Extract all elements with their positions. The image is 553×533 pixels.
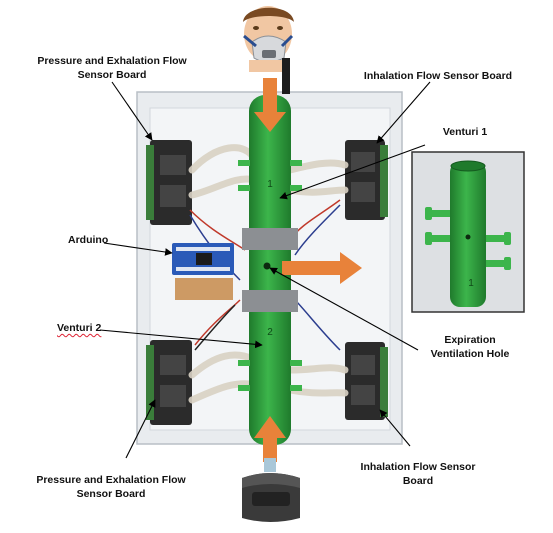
label-inhalation-board-top-text: Inhalation Flow Sensor Board	[363, 70, 513, 82]
inhalation-board-top	[345, 140, 388, 220]
flow-arrows	[254, 78, 362, 462]
venturi-1-number: 1	[267, 179, 273, 190]
cpap-device-icon	[242, 458, 300, 522]
pressure-board-top	[146, 140, 192, 225]
inhalation-board-bottom	[345, 342, 388, 420]
label-venturi-2: Venturi 2	[57, 321, 137, 335]
label-expiration-hole: Expiration Ventilation Hole	[410, 333, 530, 361]
label-venturi-2-text: Venturi 2	[57, 322, 102, 334]
venturi-2-number: 2	[267, 327, 273, 338]
label-pressure-board-top: Pressure and Exhalation Flow Sensor Boar…	[26, 54, 198, 82]
patient-mask-icon	[243, 6, 294, 94]
inhale-flow-arrow	[254, 416, 286, 462]
expiration-flow-arrow	[282, 252, 362, 284]
label-inhalation-board-top: Inhalation Flow Sensor Board	[338, 69, 538, 83]
label-venturi-1-text: Venturi 1	[442, 126, 488, 138]
arduino-board	[172, 243, 234, 300]
label-arduino-text: Arduino	[68, 234, 109, 246]
label-expiration-line2: Ventilation Hole	[430, 348, 510, 361]
label-inhalation-board-bottom: Inhalation Flow Sensor Board	[348, 460, 488, 488]
label-arduino: Arduino	[68, 233, 138, 247]
label-inhalation-board-bottom-line2: Board	[402, 475, 434, 488]
inset-number: 1	[468, 278, 474, 289]
label-pressure-board-top-line2: Sensor Board	[77, 69, 147, 82]
label-pressure-board-top-line1: Pressure and Exhalation Flow	[37, 55, 187, 67]
label-inhalation-board-bottom-line1: Inhalation Flow Sensor	[360, 461, 476, 473]
pressure-board-bottom	[146, 340, 192, 425]
label-expiration-line1: Expiration	[444, 334, 496, 346]
leader-lines	[99, 81, 431, 459]
label-pressure-board-bottom: Pressure and Exhalation Flow Sensor Boar…	[24, 473, 198, 501]
label-pressure-board-bottom-line1: Pressure and Exhalation Flow	[36, 474, 186, 486]
label-venturi-1: Venturi 1	[410, 125, 520, 139]
venturi-1-inset: 1	[411, 151, 525, 313]
exhale-flow-arrow	[254, 78, 286, 132]
label-pressure-board-bottom-line2: Sensor Board	[76, 488, 146, 501]
